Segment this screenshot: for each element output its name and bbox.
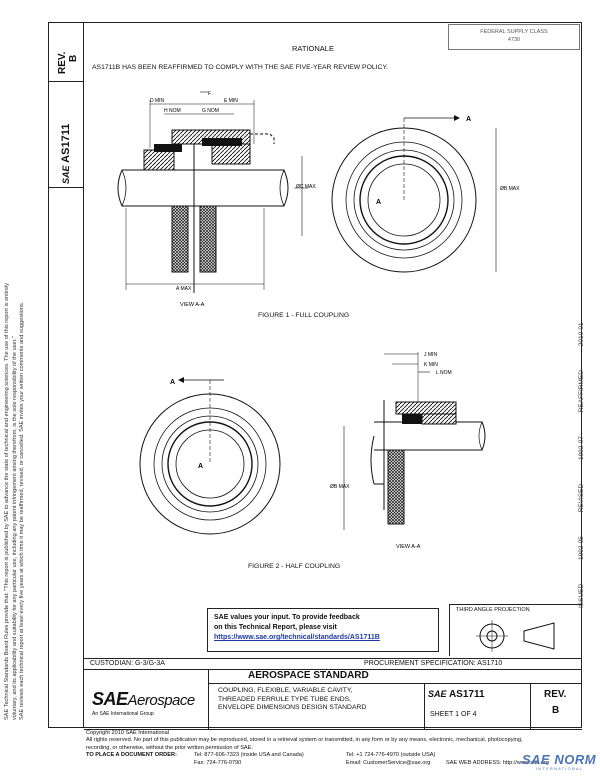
feedback-box: SAE values your input. To provide feedba… bbox=[207, 608, 439, 652]
fsc-line2: 4730 bbox=[507, 37, 521, 43]
figure2-end-view: A A bbox=[139, 377, 281, 535]
figure2-view-label: VIEW A-A bbox=[396, 544, 421, 550]
figure1-side-view: F D MIN E MIN H NOM G NOM ØC MAX A MAX V… bbox=[117, 91, 316, 308]
sheet-number: SHEET 1 OF 4 bbox=[430, 711, 477, 718]
rev-value-block: B bbox=[552, 705, 560, 716]
dim-f: F bbox=[208, 91, 211, 97]
tel-inside: Tel: 877-606-7323 (inside USA and Canada… bbox=[194, 752, 304, 759]
contact-row: Fax: 724-776-0790 Email: CustomerService… bbox=[86, 760, 586, 767]
dim-b-max-2: ØB MAX bbox=[330, 484, 350, 490]
figure1-drawing: F D MIN E MIN H NOM G NOM ØC MAX A MAX V… bbox=[117, 91, 520, 308]
side-note-2: voluntary, and its applicability and sui… bbox=[11, 336, 18, 720]
rights-line1: All rights reserved. No part of this pub… bbox=[86, 737, 523, 744]
figure1-center-label: A bbox=[376, 199, 381, 206]
docnum-cell: SAE AS1711 bbox=[48, 82, 84, 188]
feedback-line2: on this Technical Report, please visit bbox=[214, 624, 337, 631]
desc-line3: ENVELOPE DIMENSIONS DESIGN STANDARD bbox=[218, 704, 367, 711]
dim-a-max: A MAX bbox=[176, 286, 192, 292]
watermark-logo: SAE NORM bbox=[522, 752, 597, 767]
rev-label: REV. bbox=[57, 51, 68, 74]
sae-logo: SAEAerospace bbox=[92, 689, 195, 710]
tel-outside: Tel: +1 724-776-4970 (outside USA) bbox=[346, 752, 436, 759]
procurement-spec: PROCUREMENT SPECIFICATION: AS1710 bbox=[364, 660, 503, 667]
third-angle-label: THIRD ANGLE PROJECTION bbox=[456, 607, 530, 613]
fsc-line1: FEDERAL SUPPLY CLASS bbox=[480, 29, 548, 35]
dim-h-nom: H NOM bbox=[164, 108, 181, 114]
side-note-3: SAE reviews each technical report at lea… bbox=[19, 301, 26, 720]
feedback-link[interactable]: https://www.sae.org/technical/standards/… bbox=[214, 634, 380, 641]
footer: Copyright 2010 SAE International All rig… bbox=[86, 730, 586, 767]
title-block: CUSTODIAN: G-3/G-3A PROCUREMENT SPECIFIC… bbox=[84, 658, 582, 730]
rationale-title: RATIONALE bbox=[292, 44, 334, 53]
order-label: TO PLACE A DOCUMENT ORDER: bbox=[86, 752, 177, 759]
email[interactable]: Email: CustomerService@sae.org bbox=[346, 759, 431, 766]
dim-l-nom: L NOM bbox=[436, 370, 452, 376]
logo-sae: SAE bbox=[92, 689, 128, 709]
federal-supply-class-box: FEDERAL SUPPLY CLASS 4730 bbox=[448, 24, 580, 50]
dim-d-min: D MIN bbox=[150, 98, 165, 104]
standard-title: AEROSPACE STANDARD bbox=[248, 670, 369, 681]
watermark-subtitle: INTERNATIONAL bbox=[536, 766, 584, 771]
logo-subtitle: An SAE International Group bbox=[92, 711, 154, 717]
rev-value: B bbox=[68, 54, 79, 62]
rev-cell: REV. B bbox=[48, 22, 84, 82]
figure1-section-arrow-label: A bbox=[466, 116, 471, 123]
side-note-1: SAE Technical Standards Board Rules prov… bbox=[4, 282, 10, 720]
dim-b-max-1: ØB MAX bbox=[500, 186, 520, 192]
doc-number-block: SAE AS1711 bbox=[428, 689, 485, 700]
desc-line2: THREADED FERRULE TYPE TUBE ENDS, bbox=[218, 695, 352, 703]
order-row: TO PLACE A DOCUMENT ORDER: Tel: 877-606-… bbox=[86, 752, 586, 759]
rev-vertical: REV. B bbox=[57, 52, 79, 74]
left-column: REV. B SAE AS1711 bbox=[48, 22, 84, 728]
sae-mark: SAE bbox=[61, 165, 71, 184]
sae-small-mark: SAE bbox=[428, 689, 447, 699]
dim-k-min: K MIN bbox=[424, 362, 438, 368]
figure2-drawing: A A J MIN K MIN L NOM bbox=[139, 352, 486, 550]
logo-aerospace: Aerospace bbox=[127, 692, 196, 709]
doc-number: AS1711 bbox=[448, 689, 485, 700]
side-legal-notes: SAE Technical Standards Board Rules prov… bbox=[4, 160, 27, 720]
figure2-caption: FIGURE 2 - HALF COUPLING bbox=[248, 563, 341, 570]
feedback-line1: SAE values your input. To provide feedba… bbox=[214, 614, 360, 621]
doc-number-side: AS1711 bbox=[60, 123, 72, 163]
figure1-view-label: VIEW A-A bbox=[180, 302, 205, 308]
desc-line1: COUPLING, FLEXIBLE, VARIABLE CAVITY, bbox=[218, 687, 353, 694]
dim-g-nom: G NOM bbox=[202, 108, 219, 114]
figure1-end-view: A A ØB MAX bbox=[331, 115, 520, 273]
description: COUPLING, FLEXIBLE, VARIABLE CAVITY, THR… bbox=[218, 687, 366, 713]
figure1-caption: FIGURE 1 - FULL COUPLING bbox=[258, 312, 350, 319]
page-frame bbox=[48, 22, 582, 728]
rationale-text: AS1711B HAS BEEN REAFFIRMED TO COMPLY WI… bbox=[92, 64, 388, 71]
docnum-vertical: SAE AS1711 bbox=[60, 124, 72, 184]
rev-label-block: REV. bbox=[544, 689, 567, 700]
copyright: Copyright 2010 SAE International bbox=[86, 730, 170, 736]
figure2-section-arrow-label: A bbox=[170, 379, 175, 386]
rights-line2: recording, or otherwise, without the pri… bbox=[86, 744, 253, 751]
third-angle-projection-box: THIRD ANGLE PROJECTION bbox=[449, 604, 582, 656]
custodian: CUSTODIAN: G-3/G-3A bbox=[90, 660, 165, 667]
dim-j-min: J MIN bbox=[424, 352, 437, 358]
figure2-center-label: A bbox=[198, 463, 203, 470]
dim-c-max: ØC MAX bbox=[296, 184, 316, 190]
dim-e-min: E MIN bbox=[224, 98, 238, 104]
projection-symbol-icon bbox=[476, 620, 555, 652]
fax: Fax: 724-776-0790 bbox=[194, 759, 242, 766]
issue-stamp: ISSUED 1992-05 REVISED 1992-07 REAFFIRME… bbox=[578, 322, 585, 608]
web-address[interactable]: SAE WEB ADDRESS: http://www.sae.org bbox=[446, 759, 549, 766]
figure2-side-view: J MIN K MIN L NOM ØB MAX VIEW A-A bbox=[330, 352, 486, 550]
